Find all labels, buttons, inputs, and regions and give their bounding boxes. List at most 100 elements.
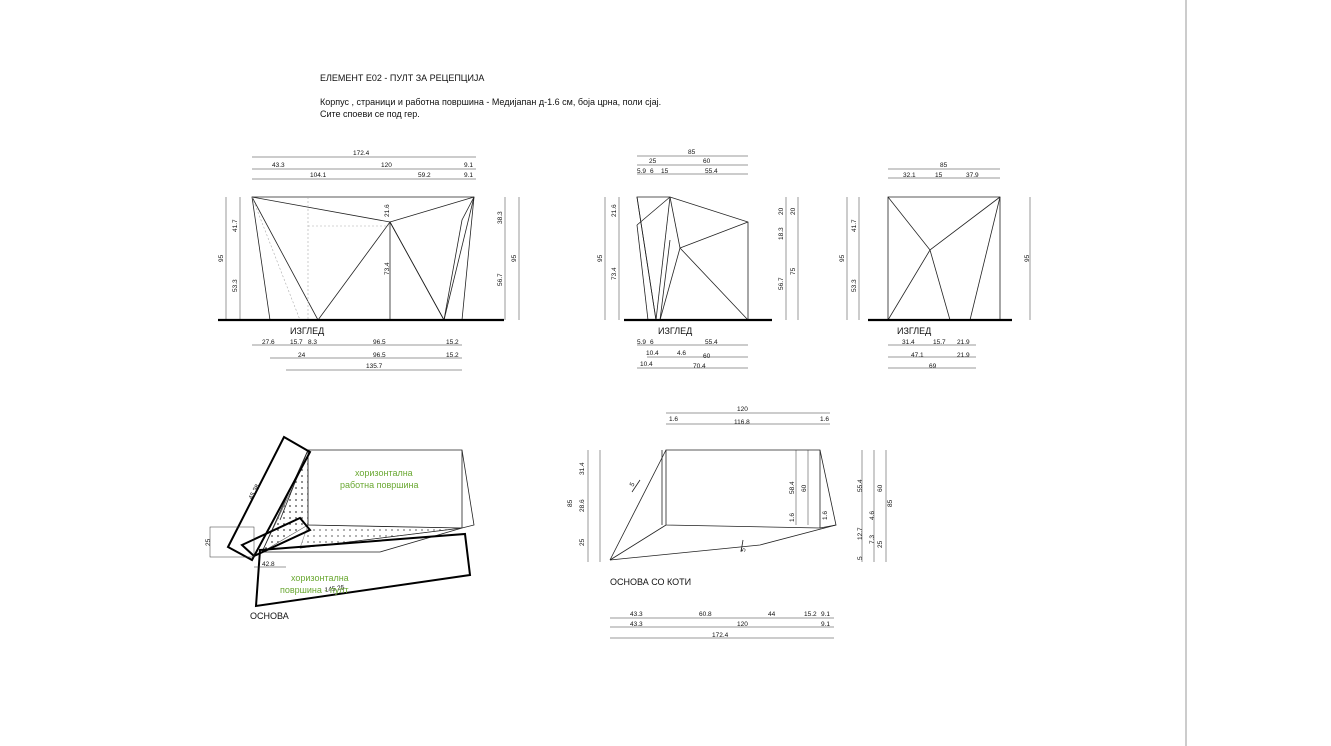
pd-bot2-b: 120 — [737, 621, 748, 628]
front-dim-2c: 9.1 — [464, 172, 473, 179]
side-left-lower: 73.4 — [611, 267, 618, 280]
front-view-label: ИЗГЛЕД — [290, 326, 324, 336]
plan-dims-label: ОСНОВА СО КОТИ — [610, 577, 691, 587]
side-bot3-a: 10.4 — [640, 361, 653, 368]
back-left-height: 95 — [839, 254, 846, 262]
pd-right-e: 4.6 — [869, 511, 876, 520]
pd-top-total: 120 — [737, 406, 748, 413]
plan-sketch: 45.38 145.25 25 42.8 хоризонтална работн… — [205, 435, 475, 621]
element-title: ЕЛЕМЕНТ Е02 - ПУЛТ ЗА РЕЦЕПЦИЈА — [320, 73, 484, 83]
side-dim-2a: 5.9 — [637, 168, 646, 175]
front-mid-lower: 73.4 — [384, 262, 391, 275]
pd-right-h: 5 — [857, 556, 864, 560]
plan-diag-1: 45.38 — [248, 483, 262, 501]
front-bot2-a: 24 — [298, 352, 306, 359]
back-view: 85 32.1 15 37.9 95 41.7 53.3 95 ИЗГЛЕД 3… — [839, 162, 1031, 370]
back-dim-b: 15 — [935, 172, 943, 179]
pd-bot2-c: 9.1 — [821, 621, 830, 628]
pd-left-a: 31.4 — [579, 462, 586, 475]
side-dim-2b: 6 — [650, 168, 654, 175]
pd-top-a: 1.6 — [669, 416, 678, 423]
pd-top-c: 1.6 — [820, 416, 829, 423]
work-surface-label-2: работна површина — [340, 480, 418, 490]
front-view: 172.4 43.3 120 9.1 104.1 59.2 9.1 95 41.… — [218, 150, 520, 371]
pd-inner-b: 60 — [801, 484, 808, 492]
back-bot1-b: 15.7 — [933, 339, 946, 346]
side-right-a: 20 — [778, 207, 785, 215]
back-right-height: 95 — [1024, 254, 1031, 262]
side-right-d: 20 — [790, 207, 797, 215]
pd-bot1-a: 43.3 — [630, 611, 643, 618]
back-left-upper: 41.7 — [851, 219, 858, 232]
front-bot2-b: 96.5 — [373, 352, 386, 359]
pd-diag-a: 5 — [629, 481, 637, 488]
side-view: 85 25 60 5.9 6 15 55.4 95 21.6 73.4 20 1… — [597, 149, 799, 370]
side-dim-2d: 55.4 — [705, 168, 718, 175]
back-dim-c: 37.9 — [966, 172, 979, 179]
side-bot1-a: 5.9 — [637, 339, 646, 346]
plan-side: 25 — [205, 538, 212, 546]
front-bot2-c: 15.2 — [446, 352, 459, 359]
pd-left-b: 28.6 — [579, 499, 586, 512]
counter-surface-label-1: хоризонтална — [291, 573, 349, 583]
pd-right-b: 60 — [877, 484, 884, 492]
front-dim-2b: 59.2 — [418, 172, 431, 179]
side-dim-a: 25 — [649, 158, 657, 165]
front-mid-upper: 21.6 — [384, 204, 391, 217]
pd-inner-a: 58.4 — [789, 481, 796, 494]
pd-bot1-b: 60.8 — [699, 611, 712, 618]
side-bot1-b: 6 — [650, 339, 654, 346]
pd-diag-b: 5 — [740, 547, 748, 552]
back-dim-total: 85 — [940, 162, 948, 169]
pd-bot1-e: 9.1 — [821, 611, 830, 618]
front-left-height: 95 — [218, 254, 225, 262]
back-dim-a: 32.1 — [903, 172, 916, 179]
spec-line-1: Корпус , страници и работна површина - М… — [320, 97, 661, 107]
spec-line-2: Сите споеви се под гер. — [320, 109, 420, 119]
plan-dimensioned: 120 1.6 116.8 1.6 85 31.4 28.6 25 58.4 6… — [567, 406, 894, 639]
counter-surface-label-2: површина - пулт — [280, 585, 348, 595]
pd-bot2-a: 43.3 — [630, 621, 643, 628]
front-bot1-d: 96.5 — [373, 339, 386, 346]
side-bot3-b: 70.4 — [693, 363, 706, 370]
side-dim-total: 85 — [688, 149, 696, 156]
pd-left-total: 85 — [567, 499, 574, 507]
pd-right-f: 7.3 — [869, 535, 876, 544]
side-view-label: ИЗГЛЕД — [658, 326, 692, 336]
pd-right-d: 12.7 — [857, 527, 864, 540]
plan-small: 42.8 — [262, 561, 275, 568]
side-dim-2c: 15 — [661, 168, 669, 175]
side-right-e: 75 — [790, 267, 797, 275]
front-bot1-b: 15.7 — [290, 339, 303, 346]
pd-bot3: 172.4 — [712, 632, 729, 639]
side-bot2-a: 10.4 — [646, 350, 659, 357]
pd-top-b: 116.8 — [734, 419, 750, 426]
front-right-lower: 56.7 — [497, 273, 504, 286]
side-bot2-b: 4.6 — [677, 350, 686, 357]
work-surface-label-1: хоризонтална — [355, 468, 413, 478]
side-left-height: 95 — [597, 254, 604, 262]
pd-bot1-c: 44 — [768, 611, 776, 618]
front-dim-a: 43.3 — [272, 162, 285, 169]
front-bot3: 135.7 — [366, 363, 383, 370]
back-view-label: ИЗГЛЕД — [897, 326, 931, 336]
front-bot1-a: 27.6 — [262, 339, 275, 346]
back-left-lower: 53.3 — [851, 279, 858, 292]
side-right-b: 18.3 — [778, 227, 785, 240]
plan-label: ОСНОВА — [250, 611, 289, 621]
back-bot1-c: 21.9 — [957, 339, 970, 346]
pd-inner-d: 1.6 — [822, 511, 829, 520]
front-left-lower: 53.3 — [232, 279, 239, 292]
pd-right-c: 85 — [887, 499, 894, 507]
side-left-upper: 21.6 — [611, 204, 618, 217]
back-bot1-a: 31.4 — [902, 339, 915, 346]
pd-right-g: 25 — [877, 540, 884, 548]
pd-left-c: 25 — [579, 538, 586, 546]
front-right-height: 95 — [511, 254, 518, 262]
side-bot2-c: 60 — [703, 353, 711, 360]
front-dim-c: 9.1 — [464, 162, 473, 169]
front-right-upper: 38.3 — [497, 211, 504, 224]
front-dim-total: 172.4 — [353, 150, 370, 157]
side-bot1-c: 55.4 — [705, 339, 718, 346]
